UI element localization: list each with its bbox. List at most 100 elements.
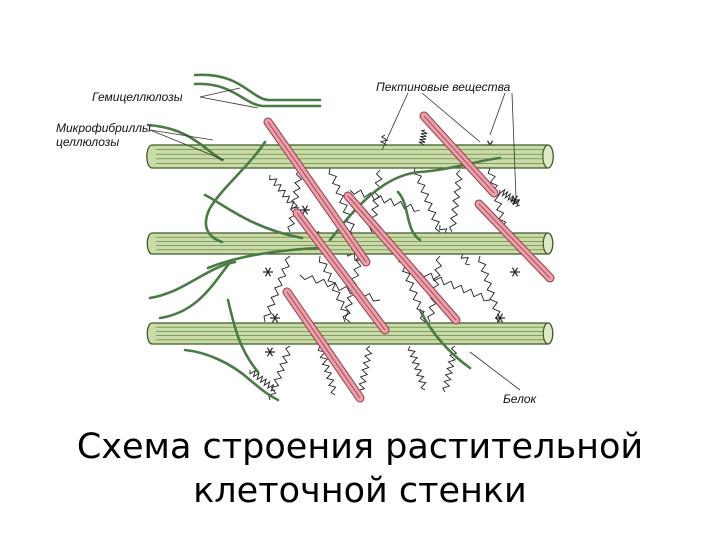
protein-rod-strand xyxy=(296,212,386,331)
protein-rod-strand xyxy=(267,121,367,263)
pectin-tuft-strand xyxy=(269,351,274,357)
pectin-link xyxy=(299,274,381,302)
hemicellulose-chain xyxy=(193,82,322,108)
page-title: Схема строения растительной клеточной ст… xyxy=(0,425,720,513)
pectin-link xyxy=(442,345,458,393)
pectin-tuft-strand xyxy=(511,199,516,205)
pectin-tuft-strand xyxy=(514,199,519,205)
pectin-tuft-strand xyxy=(301,205,306,211)
pectin-tuft xyxy=(265,347,275,357)
pectin-link xyxy=(317,345,337,396)
pectin-link xyxy=(349,189,421,213)
pectin-tuft xyxy=(495,313,505,323)
pectin-link xyxy=(269,174,301,216)
pointer-line xyxy=(149,129,225,161)
protein-rod xyxy=(263,117,371,267)
label-microfibrils: Микрофибриллы целлюлозы xyxy=(56,121,151,149)
pectin-tuft-strand xyxy=(271,317,276,323)
pectin-tuft-strand xyxy=(266,351,271,357)
pectin-tuft xyxy=(270,313,280,323)
protein-rod-strand xyxy=(423,115,495,194)
protein-rod xyxy=(474,199,555,283)
pectin-tuft-strand xyxy=(514,271,519,277)
pectin-tuft-strand xyxy=(499,313,504,319)
pectin-tuft xyxy=(263,267,273,277)
microfibril-end xyxy=(542,232,554,255)
pectin-tuft-strand xyxy=(511,271,516,277)
pectin-tuft-strand xyxy=(267,271,272,277)
hemicellulose-chain xyxy=(183,348,280,402)
pectin-tuft-strand xyxy=(271,313,276,319)
pectin-tuft-strand xyxy=(269,347,274,353)
pointer-line xyxy=(511,92,517,199)
microfibril-body xyxy=(146,322,554,345)
pointer-line xyxy=(199,87,241,98)
pectin-link xyxy=(328,167,356,236)
pectin-link xyxy=(268,345,291,401)
label-pectin: Пектиновые вещества xyxy=(376,80,511,94)
hemicellulose-chain xyxy=(146,123,224,162)
pectin-tuft-strand xyxy=(499,317,504,323)
pectin-tuft-strand xyxy=(267,267,272,273)
hemicellulose-chain xyxy=(204,140,267,244)
pointer-line xyxy=(149,129,214,141)
protein-rod-strand xyxy=(347,195,457,321)
pectin-tuft-strand xyxy=(511,195,516,201)
pectin-tuft xyxy=(510,267,520,277)
microfibril-end xyxy=(542,322,554,345)
pointer-line xyxy=(469,351,521,391)
pectin-link xyxy=(318,255,351,323)
pectin-link xyxy=(419,271,491,302)
pectin-link xyxy=(449,169,463,233)
pointer-line xyxy=(421,92,481,143)
protein-rod xyxy=(282,287,365,403)
pectin-link xyxy=(287,169,303,233)
pectin-link xyxy=(249,369,276,392)
hemicellulose-chain xyxy=(193,73,322,102)
label-hemicellulose: Гемицеллюлозы xyxy=(92,90,183,104)
label-pointers xyxy=(149,87,521,391)
microfibril-end xyxy=(542,144,554,169)
hemicellulose-chain xyxy=(206,246,320,270)
protein-rod xyxy=(419,111,499,198)
hemicellulose-chain xyxy=(226,298,260,374)
hemicellulose-chain xyxy=(396,190,422,242)
pectin-tuft-strand xyxy=(264,271,269,277)
label-microfibrils-line2: целлюлозы xyxy=(56,135,120,149)
hemicellulose-chain xyxy=(418,308,472,370)
pectin-link xyxy=(413,167,441,233)
pectin-tuft-strand xyxy=(496,317,501,323)
title-line-2: клеточной стенки xyxy=(193,471,527,511)
protein-rods xyxy=(263,111,555,403)
pectin-link xyxy=(478,255,501,323)
label-microfibrils-line1: Микрофибриллы xyxy=(56,121,151,135)
pectin-link xyxy=(263,255,291,323)
pointer-line xyxy=(381,92,409,151)
pectin-tuft-strand xyxy=(486,140,491,146)
pectin-tuft-strand xyxy=(274,317,279,323)
hemicellulose-chain xyxy=(328,156,502,242)
pectin-tuft-strand xyxy=(274,313,279,319)
pectin-tuft-strand xyxy=(264,267,269,273)
label-protein: Белок xyxy=(503,392,537,406)
pectin-link xyxy=(407,345,427,391)
cellulose-microfibril xyxy=(146,322,554,345)
protein-rod-strand xyxy=(286,291,361,399)
pectin-link xyxy=(487,167,507,233)
pectin-tuft-strand xyxy=(514,267,519,273)
pectin-tuft-strand xyxy=(489,140,494,146)
hemicellulose-chain xyxy=(158,258,234,320)
pointer-line xyxy=(199,96,259,109)
pectin-tuft-strand xyxy=(266,347,271,353)
hemicellulose-chain xyxy=(203,193,304,240)
pectin-link xyxy=(499,188,521,208)
pectin-tuft-strand xyxy=(304,205,309,211)
pectin-link xyxy=(357,345,373,396)
pectin-tuft-strand xyxy=(511,267,516,273)
hemicellulose-chain xyxy=(148,260,237,300)
pectin-tuft-strand xyxy=(304,209,309,215)
protein-rod xyxy=(292,208,390,335)
pectin-tuft-strand xyxy=(496,313,501,319)
protein-rod xyxy=(343,191,461,325)
